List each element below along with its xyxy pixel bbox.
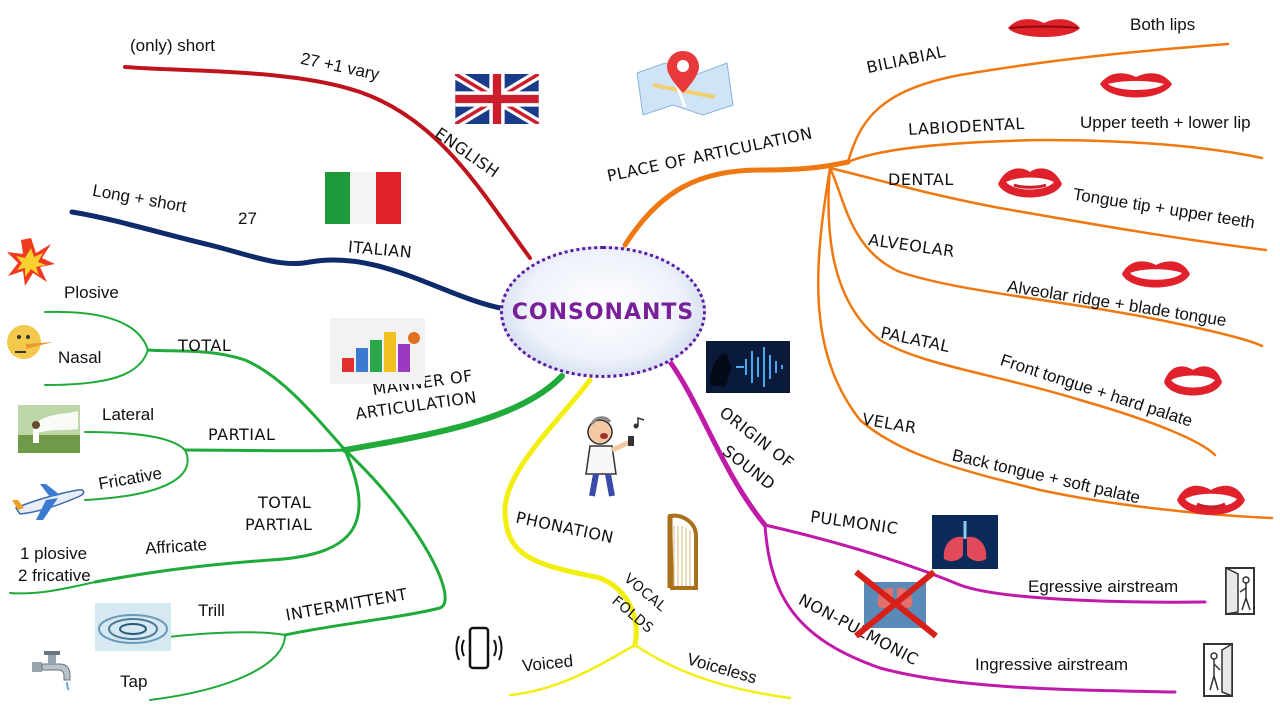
door-enter-icon [1203, 642, 1233, 698]
manner-total-partial-affricate: Affricate [144, 534, 208, 559]
lips-closed-icon [1008, 19, 1080, 37]
water-ripple-icon [95, 603, 171, 651]
manner-total-plosive [44, 310, 149, 351]
lips-palatal-icon [1164, 366, 1222, 396]
lips-alveolar-icon [1122, 261, 1190, 288]
lips-teeth-icon [1100, 73, 1172, 98]
center-title: CONSONANTS [511, 299, 695, 325]
manner-total-nasal [44, 349, 149, 386]
center-node: CONSONANTS [500, 246, 706, 378]
manner-intermittent-tap: Tap [120, 672, 148, 691]
place-item-label-2: DENTAL [888, 170, 954, 189]
manner-tp-note-line2: 2 fricative [18, 566, 91, 585]
manner-partial-label: PARTIAL [208, 425, 276, 444]
italian-count-label: 27 [238, 209, 257, 228]
phonation-branch [502, 377, 639, 648]
manner-total-partial-label-line1: TOTAL [258, 493, 312, 512]
nose-face-icon [7, 325, 53, 359]
harp-icon [667, 513, 698, 590]
manner-total-nasal: Nasal [58, 348, 102, 367]
place-palatal [827, 166, 1217, 457]
place-velar [816, 166, 1274, 520]
place-biliabial [846, 42, 1230, 164]
place-labiodental [846, 138, 1264, 164]
manner-total-label: TOTAL [178, 336, 232, 355]
door-exit-icon [1225, 566, 1255, 615]
puzzle-icon [330, 318, 425, 384]
place-alveolar [828, 166, 1264, 348]
manner-tp-note [9, 581, 96, 595]
manner-intermittent-tap [149, 634, 286, 701]
italian-branch [69, 209, 503, 311]
origin-non-pulmonic [763, 523, 1177, 694]
manner-intermittent-trill: Trill [198, 601, 225, 620]
voice-wave-icon [706, 341, 790, 393]
phonation-voiceless [633, 643, 792, 700]
crossed-lungs-icon [854, 569, 938, 639]
manner-tp-note-line1: 1 plosive [20, 544, 88, 563]
faucet-icon [32, 651, 71, 691]
map-pin-icon [623, 45, 747, 123]
origin-branch [662, 352, 768, 528]
manner-sub-total [146, 348, 347, 452]
manner-total-partial-label-line2: PARTIAL [245, 515, 313, 534]
place-item-desc-1: Upper teeth + lower lip [1080, 113, 1251, 132]
manner-total-plosive: Plosive [64, 283, 119, 302]
english-length-label: (only) short [130, 36, 216, 55]
manner-sub-total-partial [93, 448, 361, 584]
origin-non-pulmonic-desc: Ingressive airstream [975, 655, 1129, 674]
origin-pulmonic-desc: Egressive airstream [1028, 577, 1179, 596]
place-item-desc-0: Both lips [1130, 15, 1196, 34]
singer-icon [585, 416, 645, 497]
explosion-icon [7, 238, 55, 286]
wind-scarf-icon [18, 405, 80, 453]
origin-pulmonic [763, 523, 1207, 604]
manner-partial-fricative [84, 449, 189, 501]
place-branch [622, 159, 851, 248]
vibrating-phone-icon [455, 626, 503, 670]
place-dental [828, 166, 1268, 252]
lips-dental-icon [998, 168, 1062, 198]
italy-flag-icon [325, 172, 401, 224]
manner-sub-partial [183, 448, 347, 453]
manner-branch [342, 373, 565, 453]
manner-sub-intermittent [283, 448, 447, 637]
lips-velar-icon [1177, 485, 1245, 515]
lungs-icon [932, 515, 998, 569]
uk-flag-icon [455, 74, 539, 124]
airplane-icon [12, 484, 85, 520]
manner-partial-lateral: Lateral [102, 405, 154, 424]
english-branch [123, 65, 532, 260]
phonation-voiced [508, 643, 637, 697]
manner-partial-lateral [84, 431, 186, 451]
